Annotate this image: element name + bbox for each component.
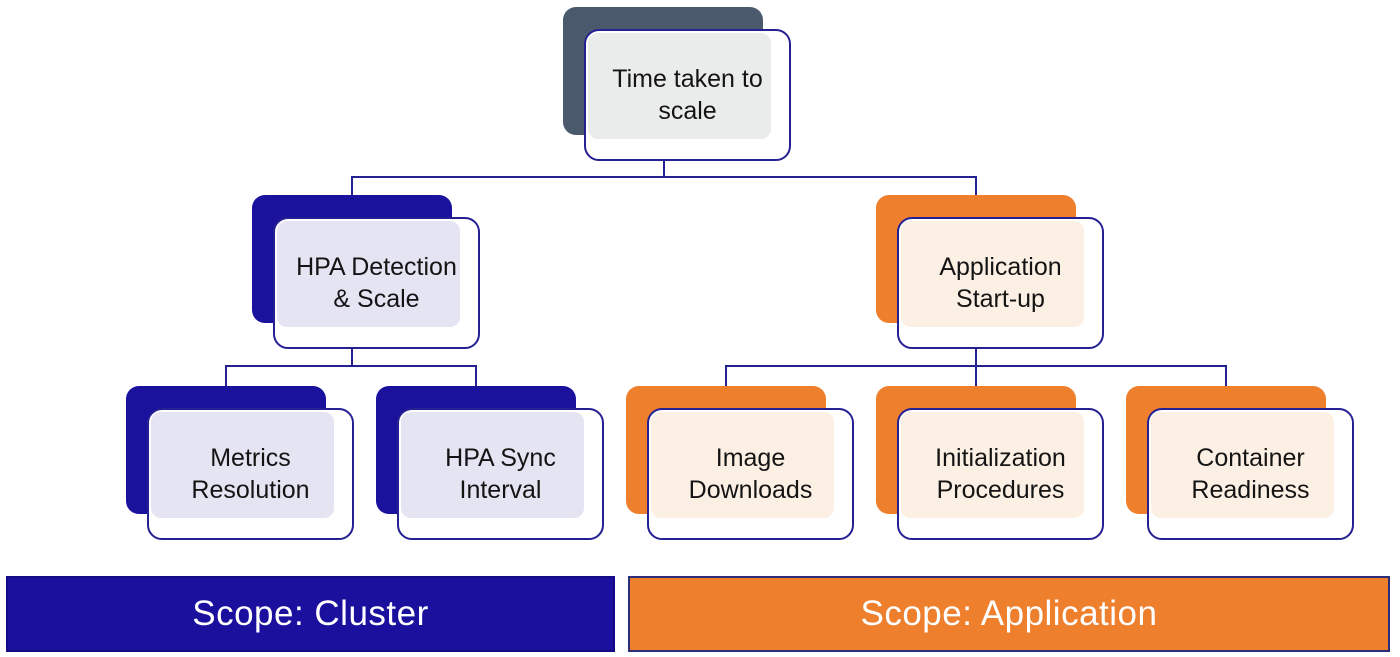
node-label-line: Resolution [191,476,310,504]
node-label-line: scale [658,97,717,125]
node-label-line: Procedures [936,476,1065,504]
node-label: Metrics Resolution [149,410,352,538]
connector-application-drop-3 [1225,365,1227,387]
node-card: Time taken to scale [584,29,791,161]
node-label-line: Container [1196,444,1305,472]
node-card-fill [151,412,334,518]
node-label-line: HPA Detection [296,253,457,281]
node-label: Initialization Procedures [899,410,1102,538]
connector-cluster-stem [351,348,353,367]
node-label-line: HPA Sync [445,444,556,472]
node-card: Application Start-up [897,217,1104,349]
node-image-downloads: Image Downloads [626,386,854,540]
node-hpa-sync-interval: HPA Sync Interval [376,386,604,540]
node-label: HPA Detection & Scale [275,219,478,347]
node-card-fill [401,412,584,518]
node-card-fill [901,412,1084,518]
node-label-line: Downloads [688,476,813,504]
connector-level1-drop-left [351,176,353,196]
banner-scope-application-label: Scope: Application [860,594,1158,633]
connector-application-stem [975,348,977,367]
node-label-line: Readiness [1191,476,1310,504]
node-card: Image Downloads [647,408,854,540]
node-card-fill [651,412,834,518]
node-label-line: Time taken to [612,65,763,93]
banner-scope-application: Scope: Application [628,576,1390,652]
node-card: HPA Sync Interval [397,408,604,540]
node-label: HPA Sync Interval [399,410,602,538]
banner-scope-cluster: Scope: Cluster [6,576,615,652]
connector-application-drop-2 [975,365,977,387]
connector-cluster-horizontal [225,365,477,367]
connector-cluster-drop-2 [475,365,477,387]
connector-level1-horizontal [351,176,977,178]
node-application-start-up: Application Start-up [876,195,1104,349]
node-label-line: & Scale [333,285,420,313]
node-card-fill [1151,412,1334,518]
node-card: Container Readiness [1147,408,1354,540]
node-label-line: Start-up [956,285,1045,313]
node-initialization-procedures: Initialization Procedures [876,386,1104,540]
connector-cluster-drop-1 [225,365,227,387]
node-label-line: Application [939,253,1062,281]
node-card-fill [901,221,1084,327]
node-label-line: Metrics [210,444,291,472]
node-card: HPA Detection & Scale [273,217,480,349]
connector-root-stem [663,156,665,177]
node-card: Metrics Resolution [147,408,354,540]
node-card: Initialization Procedures [897,408,1104,540]
node-label-line: Initialization [935,444,1066,472]
node-time-taken-to-scale: Time taken to scale [563,7,791,161]
node-hpa-detection-scale: HPA Detection & Scale [252,195,480,349]
node-label-line: Interval [459,476,542,504]
connector-level1-drop-right [975,176,977,196]
node-label-line: Image [715,444,786,472]
banner-scope-cluster-label: Scope: Cluster [192,594,429,633]
node-label: Application Start-up [899,219,1102,347]
node-label: Time taken to scale [586,31,789,159]
node-container-readiness: Container Readiness [1126,386,1354,540]
node-label: Container Readiness [1149,410,1352,538]
node-card-fill [588,33,771,139]
node-label: Image Downloads [649,410,852,538]
node-metrics-resolution: Metrics Resolution [126,386,354,540]
node-card-fill [277,221,460,327]
connector-application-drop-1 [725,365,727,387]
